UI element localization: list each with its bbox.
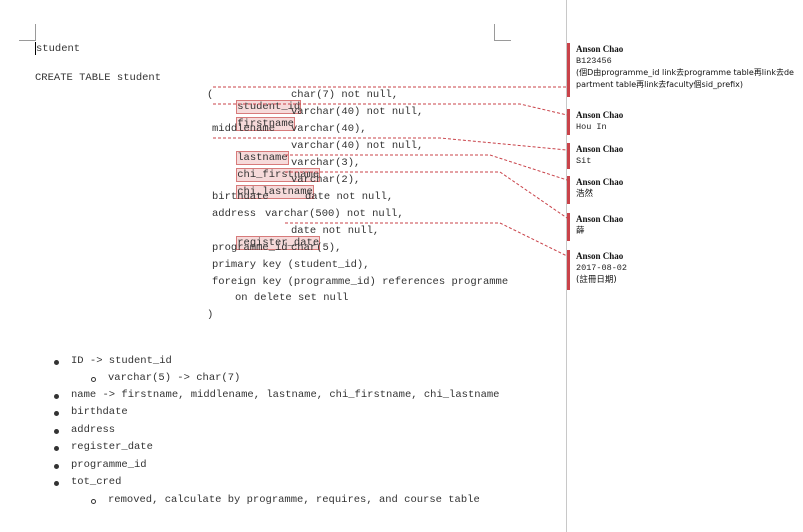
comment-balloon[interactable]: Anson Chao 2017-08-02 (註冊日期)	[567, 250, 803, 290]
code-type-middlename: varchar(40),	[291, 123, 367, 135]
code-line-foreign-key: foreign key (programme_id) references pr…	[212, 276, 509, 288]
comment-margin-pane	[566, 0, 803, 532]
highlight-firstname[interactable]: firstname	[236, 117, 295, 131]
code-type-register-date: date not null,	[291, 225, 380, 237]
list-item[interactable]: name -> firstname, middlename, lastname,…	[71, 389, 500, 401]
code-type-programme-id: char(5),	[291, 242, 342, 254]
highlight-lastname[interactable]: lastname	[236, 151, 289, 165]
sub-bullet-circle	[91, 377, 96, 382]
comment-text: 薛	[576, 226, 585, 236]
bullet-dot	[54, 394, 59, 399]
list-item[interactable]: ID -> student_id	[71, 355, 172, 367]
code-line-address: address	[212, 208, 257, 220]
code-type-student-id: char(7) not null,	[291, 89, 399, 101]
open-paren: (	[207, 89, 214, 101]
comment-balloon[interactable]: Anson Chao 浩然	[567, 176, 803, 204]
list-item[interactable]: birthdate	[71, 406, 128, 418]
close-paren: )	[207, 309, 214, 321]
bullet-dot	[54, 429, 59, 434]
comment-text: Sit	[576, 156, 592, 166]
comment-balloon[interactable]: Anson Chao Sit	[567, 143, 803, 169]
list-item[interactable]: programme_id	[71, 459, 147, 471]
crop-mark-right	[494, 24, 511, 41]
code-line-firstname[interactable]: firstname	[212, 106, 295, 142]
code-type-birthdate: date not null,	[305, 191, 394, 203]
sub-list-item[interactable]: removed, calculate by programme, require…	[108, 494, 480, 506]
bullet-dot	[54, 360, 59, 365]
comment-author: Anson Chao	[576, 110, 624, 120]
bullet-dot	[54, 464, 59, 469]
list-item[interactable]: register_date	[71, 441, 153, 453]
sub-bullet-circle	[91, 499, 96, 504]
bullet-dot	[54, 446, 59, 451]
code-line-programme-id: programme_id	[212, 242, 288, 254]
comment-text: 浩然	[576, 189, 594, 199]
sub-list-item[interactable]: varchar(5) -> char(7)	[108, 372, 241, 384]
code-line-on-delete: on delete set null	[235, 292, 349, 304]
comment-text: 2017-08-02	[576, 263, 628, 273]
comment-text: partment table再link去faculty個sid_prefix)	[576, 80, 744, 89]
code-type-firstname: varchar(40) not null,	[291, 106, 424, 118]
comment-author: Anson Chao	[576, 251, 624, 261]
comment-author: Anson Chao	[576, 144, 624, 154]
comment-text: (註冊日期)	[576, 275, 617, 285]
bullet-dot	[54, 481, 59, 486]
code-type-address: varchar(500) not null,	[265, 208, 404, 220]
code-type-chi-lastname: varchar(2),	[291, 174, 361, 186]
code-type-lastname: varchar(40) not null,	[291, 140, 424, 152]
create-table-line[interactable]: CREATE TABLE student	[35, 72, 162, 84]
comment-text: (個D由programme_id link去programme table再li…	[576, 68, 794, 77]
comment-author: Anson Chao	[576, 177, 624, 187]
text-cursor	[35, 42, 36, 55]
crop-mark-left	[19, 24, 36, 41]
bullet-dot	[54, 411, 59, 416]
comment-text: Hou In	[576, 122, 607, 132]
comment-text: B123456	[576, 56, 612, 66]
comment-author: Anson Chao	[576, 214, 624, 224]
list-item[interactable]: tot_cred	[71, 476, 122, 488]
doc-heading[interactable]: student	[36, 43, 81, 55]
list-item[interactable]: address	[71, 424, 116, 436]
comment-balloon[interactable]: Anson Chao B123456 (個D由programme_id link…	[567, 43, 803, 97]
code-type-chi-firstname: varchar(3),	[291, 157, 361, 169]
comment-author: Anson Chao	[576, 44, 624, 54]
document-page[interactable]: student CREATE TABLE student ( student_i…	[0, 0, 566, 532]
comment-balloon[interactable]: Anson Chao Hou In	[567, 109, 803, 135]
code-line-birthdate: birthdate	[212, 191, 269, 203]
code-line-middlename: middlename	[212, 123, 276, 135]
code-line-primary-key: primary key (student_id),	[212, 259, 370, 271]
comment-balloon[interactable]: Anson Chao 薛	[567, 213, 803, 241]
code-line-lastname[interactable]: lastname	[212, 140, 289, 176]
